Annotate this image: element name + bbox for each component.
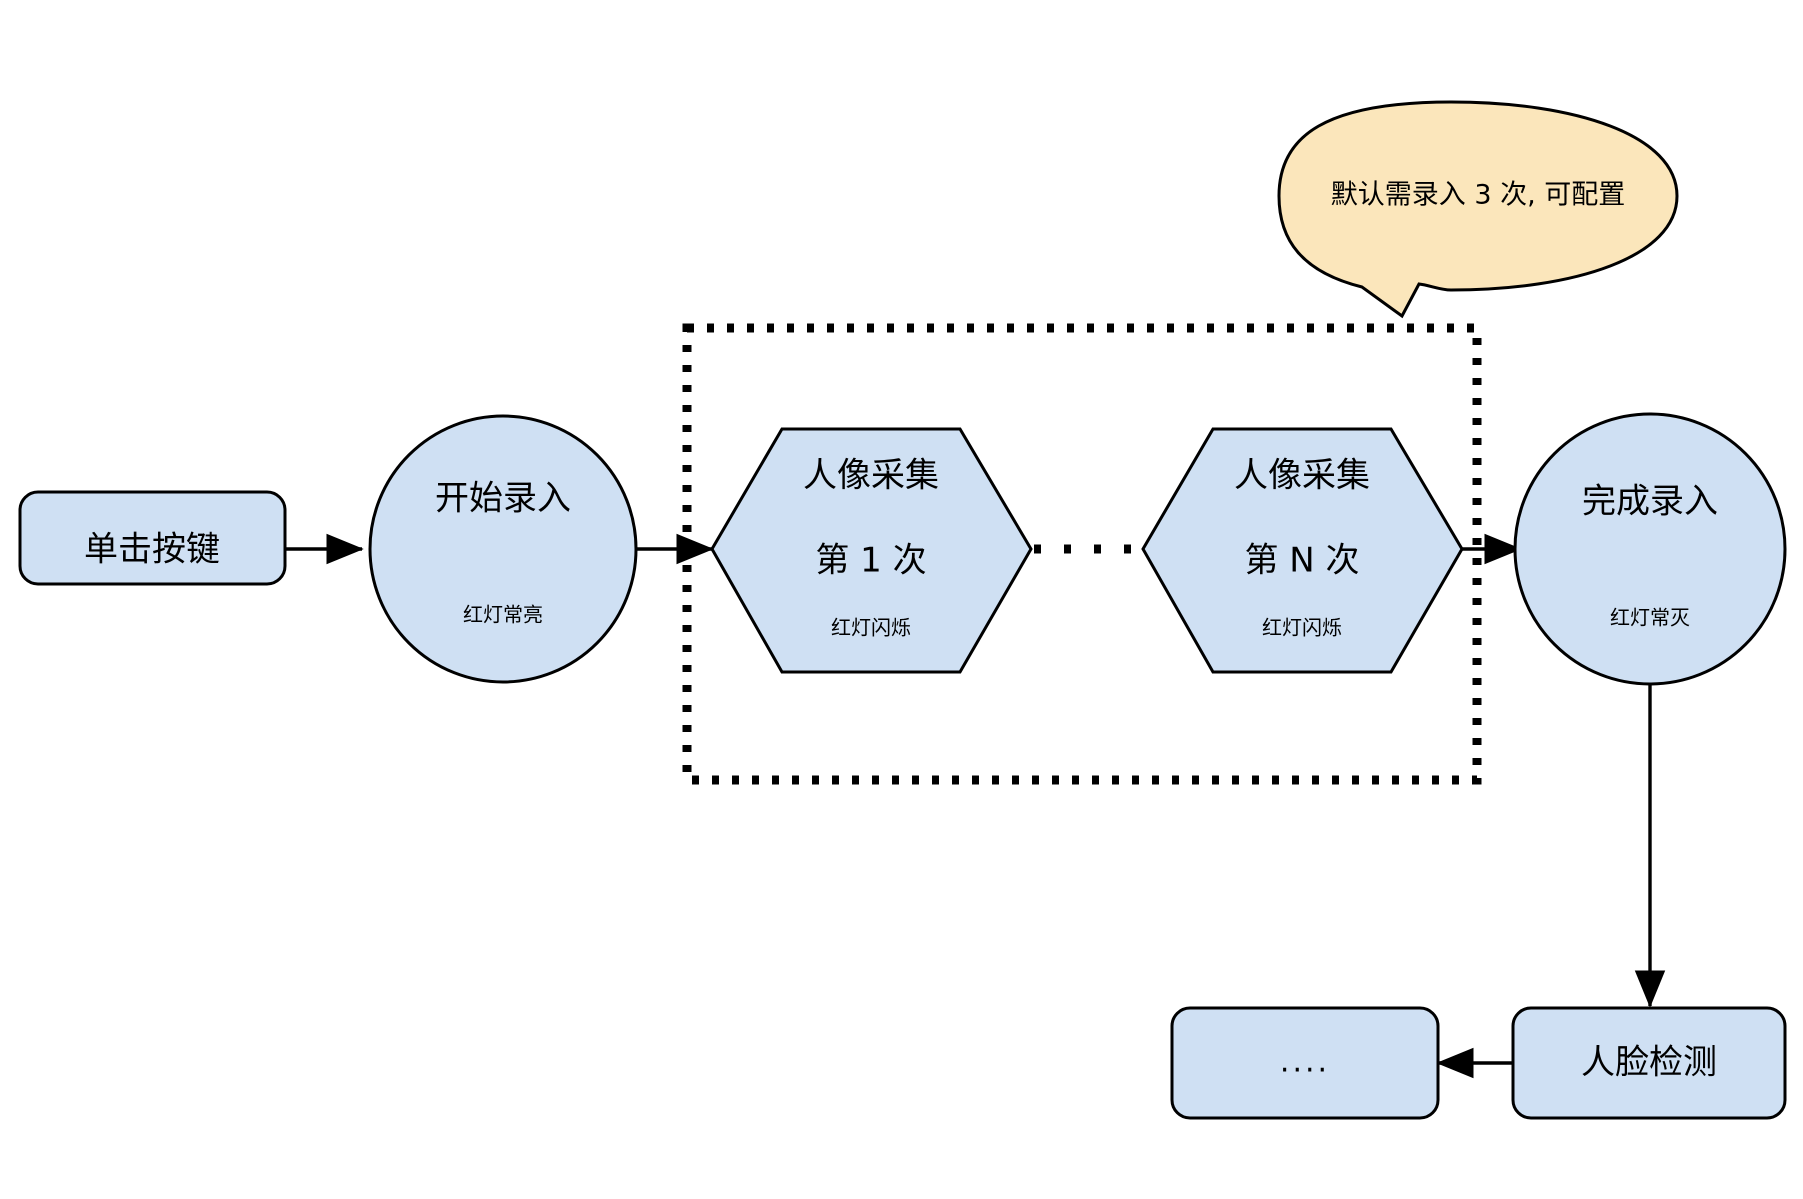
node-click-key[interactable]: 单击按键 — [18, 490, 287, 586]
callout-bubble-shape — [1277, 100, 1679, 319]
node-face-detect-label: 人脸检测 — [1581, 1043, 1717, 1083]
node-capture-first-shape[interactable] — [710, 427, 1033, 674]
node-start-enroll-sublabel: 红灯常亮 — [463, 603, 543, 627]
callout-bubble: 默认需录入 3 次, 可配置 — [1277, 100, 1679, 319]
node-capture-nth-label2: 第 N 次 — [1244, 541, 1359, 581]
node-capture-nth-sublabel: 红灯闪烁 — [1262, 616, 1342, 640]
node-capture-first-sublabel: 红灯闪烁 — [831, 616, 911, 640]
node-capture-nth-label: 人像采集 — [1234, 456, 1370, 496]
node-capture-first[interactable]: 人像采集 第 1 次 红灯闪烁 — [710, 427, 1033, 674]
node-more-steps[interactable]: .... — [1170, 1006, 1440, 1120]
node-capture-first-label2: 第 1 次 — [815, 541, 926, 581]
node-finish-enroll-shape[interactable] — [1513, 412, 1787, 686]
node-finish-enroll-sublabel: 红灯常灭 — [1610, 606, 1690, 630]
node-click-key-label: 单击按键 — [84, 530, 220, 570]
node-finish-enroll-label: 完成录入 — [1582, 482, 1718, 522]
node-capture-nth[interactable]: 人像采集 第 N 次 红灯闪烁 — [1141, 427, 1464, 674]
node-finish-enroll[interactable]: 完成录入 红灯常灭 — [1513, 412, 1787, 686]
node-face-detect-shape[interactable] — [1511, 1006, 1787, 1120]
node-face-detect[interactable]: 人脸检测 — [1511, 1006, 1787, 1120]
node-more-steps-label: .... — [1280, 1045, 1330, 1080]
node-start-enroll[interactable]: 开始录入 红灯常亮 — [368, 414, 638, 684]
node-start-enroll-shape[interactable] — [368, 414, 638, 684]
node-more-steps-shape[interactable] — [1170, 1006, 1440, 1120]
node-click-key-shape[interactable] — [18, 490, 287, 586]
node-capture-first-label: 人像采集 — [803, 456, 939, 496]
callout-bubble-text: 默认需录入 3 次, 可配置 — [1331, 180, 1626, 211]
node-start-enroll-label: 开始录入 — [435, 479, 571, 519]
node-capture-nth-shape[interactable] — [1141, 427, 1464, 674]
